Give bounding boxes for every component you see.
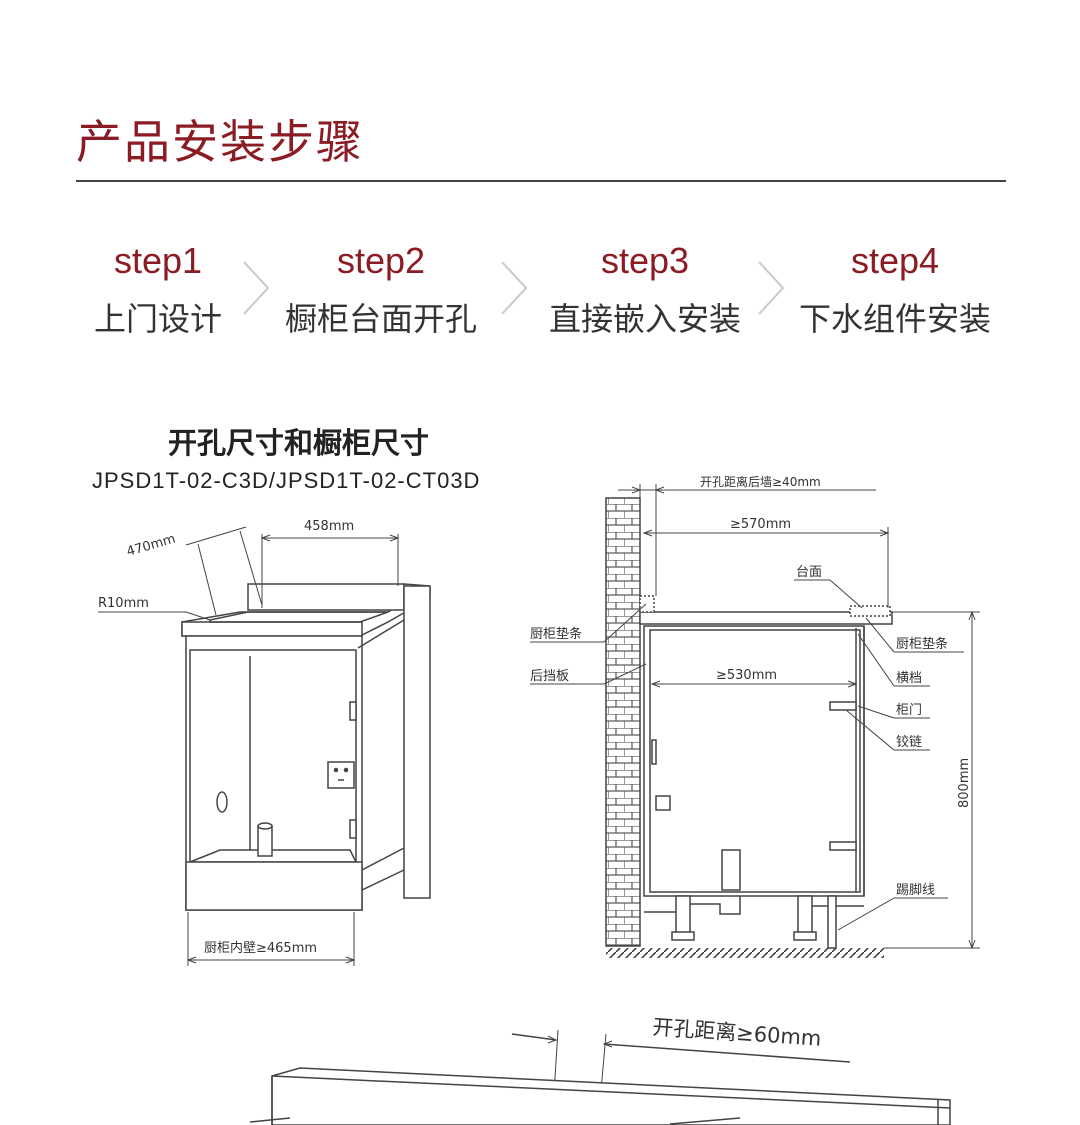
hinge-label: 铰链 <box>896 735 922 750</box>
page-title: 产品安装步骤 <box>76 115 364 169</box>
step-number: step3 <box>600 240 690 281</box>
step-number: step1 <box>113 240 203 281</box>
dim-530-label: ≥530mm <box>716 668 777 683</box>
model-number: JPSD1T-02-C3D/JPSD1T-02-CT03D <box>92 468 481 493</box>
dim-wall-label: 开孔距离后墙≥40mm <box>700 474 821 489</box>
section-title: 开孔尺寸和橱柜尺寸 <box>168 426 430 460</box>
step-description: 上门设计 <box>93 300 222 338</box>
dim-depth-label: 470mm <box>125 532 177 560</box>
step-3: step3 直接嵌入安装 <box>542 238 748 342</box>
countertop-top-drawing <box>249 1029 951 1125</box>
door-label: 柜门 <box>896 703 922 718</box>
height-label: 800mm <box>957 758 972 808</box>
back-board-label: 后挡板 <box>530 669 569 684</box>
step-description: 橱柜台面开孔 <box>284 300 477 338</box>
title-divider <box>76 180 1006 182</box>
dim-width-label: 458mm <box>304 519 354 534</box>
step-2: step2 橱柜台面开孔 <box>276 238 486 342</box>
radius-label: R10mm <box>98 596 149 611</box>
step-4: step4 下水组件安装 <box>792 238 998 342</box>
step-number: step4 <box>850 240 940 281</box>
chevron-right-icon <box>758 261 785 315</box>
chevron-right-icon <box>243 261 270 315</box>
pad-right-label: 厨柜垫条 <box>896 636 948 652</box>
step-description: 直接嵌入安装 <box>548 300 741 338</box>
step-description: 下水组件安装 <box>798 300 991 338</box>
kickboard-label: 踢脚线 <box>896 882 935 898</box>
cabinet-perspective-drawing <box>181 583 431 911</box>
cabinet-section-drawing: 开孔距离后墙≥40mm ≥570mm 台面 厨柜垫条 后挡板 ≥530mm 厨柜… <box>530 474 980 958</box>
inner-wall-label: 厨柜内壁≥465mm <box>204 940 317 956</box>
chevron-right-icon <box>501 261 528 315</box>
step-1: step1 上门设计 <box>88 238 228 342</box>
countertop-label: 台面 <box>796 565 822 580</box>
step-number: step2 <box>336 240 426 281</box>
dim-570-label: ≥570mm <box>730 517 791 532</box>
dim-60-label: 开孔距离≥60mm <box>652 1015 822 1051</box>
crossbar-label: 横档 <box>896 671 922 686</box>
pad-left-label: 厨柜垫条 <box>530 626 582 642</box>
